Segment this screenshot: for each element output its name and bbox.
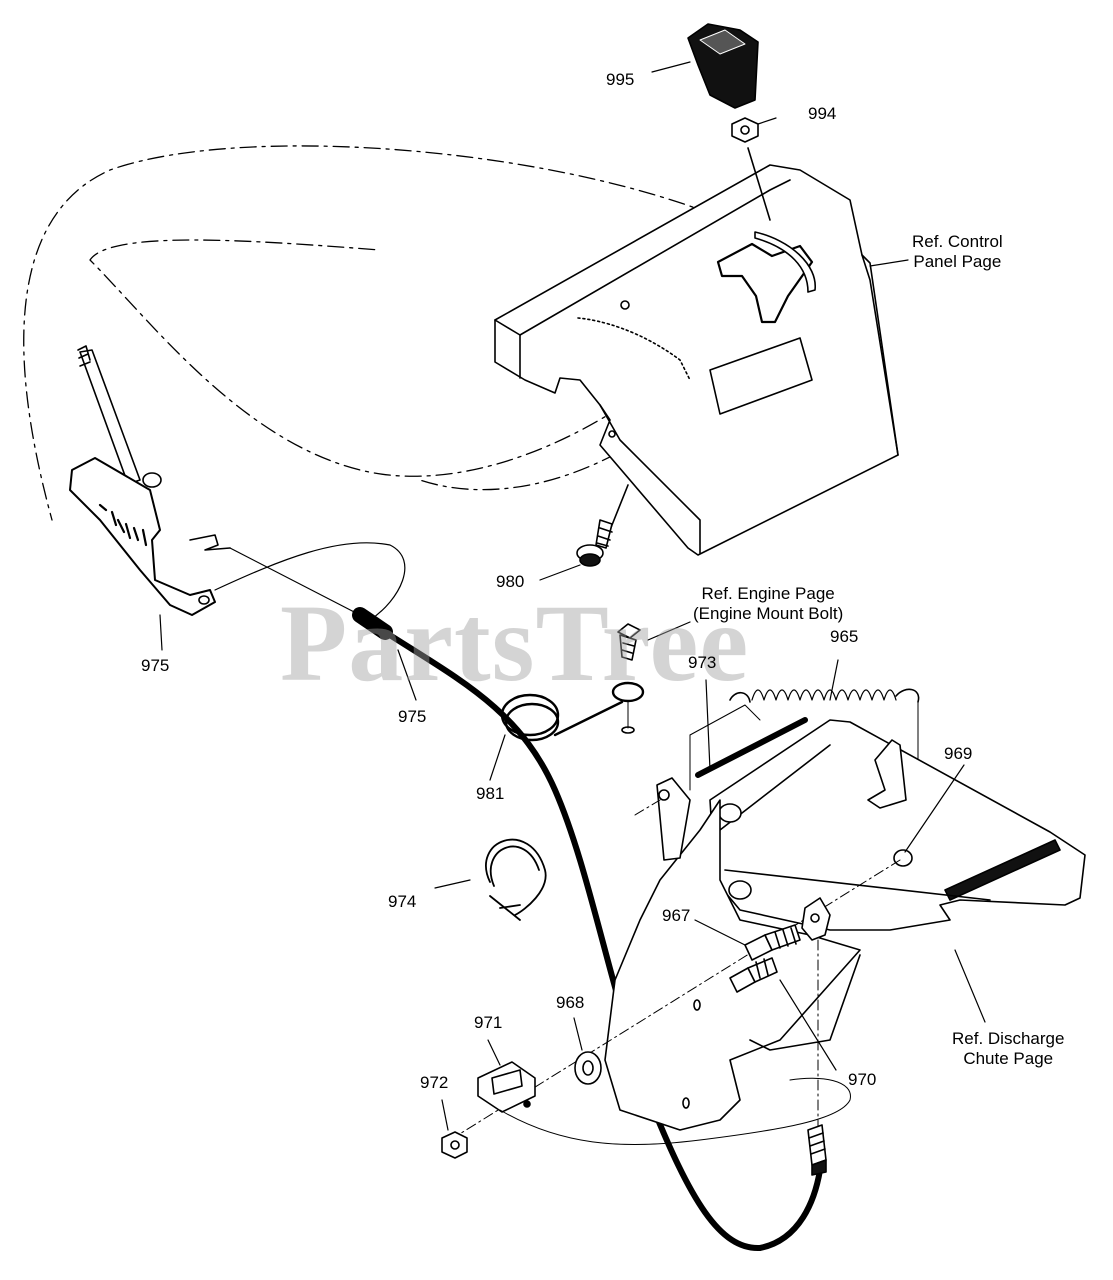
ref-control-panel-line1: Ref. Control xyxy=(912,232,1003,251)
spring-965 xyxy=(689,688,920,791)
label-994: 994 xyxy=(808,104,837,123)
label-975-wire: 975 xyxy=(398,707,427,726)
control-panel xyxy=(494,164,899,556)
ref-engine: Ref. Engine Page (Engine Mount Bolt) xyxy=(693,584,843,624)
label-967: 967 xyxy=(662,906,691,925)
ref-control-panel-line2: Panel Page xyxy=(913,252,1002,271)
rod-973 xyxy=(695,717,808,778)
leader-lines xyxy=(159,61,986,1131)
ref-control-panel: Ref. Control Panel Page xyxy=(912,232,1003,272)
label-970: 970 xyxy=(848,1070,877,1089)
bolt-970 xyxy=(729,957,778,993)
watermark: PartsTree xyxy=(280,582,750,704)
washer-968 xyxy=(574,1051,602,1085)
ref-discharge-chute: Ref. Discharge Chute Page xyxy=(952,1029,1064,1069)
engine-mount-bolt xyxy=(611,623,645,734)
label-972: 972 xyxy=(420,1073,449,1092)
screw-980 xyxy=(576,484,629,567)
ref-engine-line1: Ref. Engine Page xyxy=(701,584,835,603)
label-968: 968 xyxy=(556,993,585,1012)
cable-thin-loop xyxy=(214,542,406,621)
cable-end-stud xyxy=(807,1124,827,1176)
nut-972 xyxy=(441,1131,468,1159)
label-980: 980 xyxy=(496,572,525,591)
bolt-967 xyxy=(744,924,801,961)
shift-knob xyxy=(687,23,759,109)
label-965: 965 xyxy=(830,627,859,646)
pivot-bracket xyxy=(801,897,831,941)
nut-994 xyxy=(731,117,771,221)
shift-lever xyxy=(69,345,216,616)
label-975-lever: 975 xyxy=(141,656,170,675)
shift-bracket xyxy=(716,231,816,324)
label-995: 995 xyxy=(606,70,635,89)
label-981: 981 xyxy=(476,784,505,803)
cable-tie-981 xyxy=(500,693,624,742)
chute-bracket xyxy=(709,719,1086,931)
label-974: 974 xyxy=(388,892,417,911)
clip-loop xyxy=(499,1077,851,1146)
ref-discharge-chute-line1: Ref. Discharge xyxy=(952,1029,1065,1048)
label-971: 971 xyxy=(474,1013,503,1032)
ref-discharge-chute-line2: Chute Page xyxy=(963,1049,1054,1068)
clip-971 xyxy=(477,1061,536,1113)
spring-clip-974 xyxy=(485,838,547,921)
label-969: 969 xyxy=(944,744,973,763)
ref-engine-line2: (Engine Mount Bolt) xyxy=(693,604,844,623)
z-link-wire xyxy=(189,534,361,616)
label-973: 973 xyxy=(688,653,717,672)
